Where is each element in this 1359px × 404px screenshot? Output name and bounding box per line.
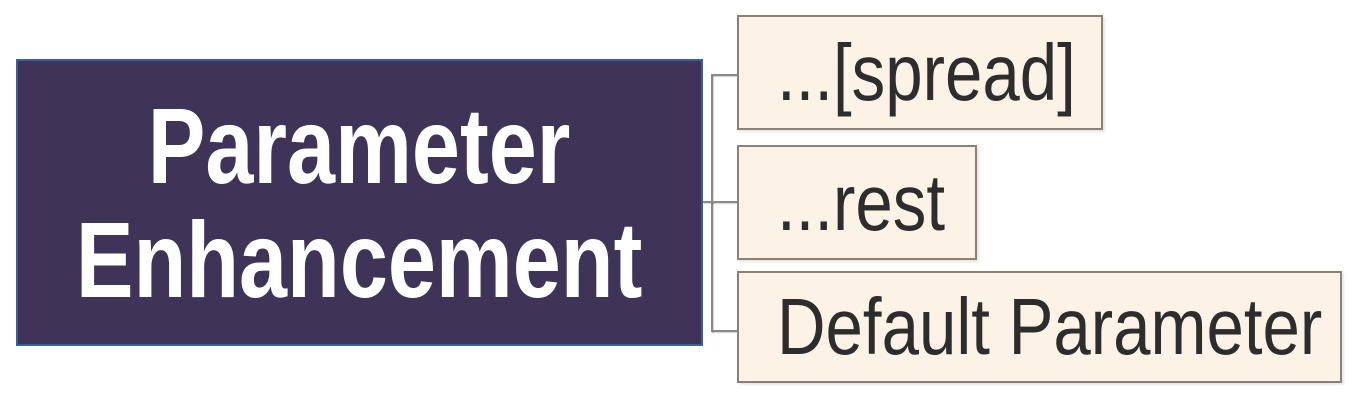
root-node-label: Parameter Enhancement <box>76 88 643 320</box>
child-node-rest-label: ...rest <box>777 157 946 247</box>
connector-root-stub <box>703 201 713 203</box>
child-node-default-parameter: Default Parameter <box>737 271 1342 383</box>
connector-branch-spread <box>711 74 737 76</box>
child-node-default-parameter-label: Default Parameter <box>777 282 1323 371</box>
root-node-label-line2: Enhancement <box>76 198 643 320</box>
connector-trunk <box>711 74 713 332</box>
child-node-spread: ...[spread] <box>737 15 1103 130</box>
connector-branch-default <box>711 330 737 332</box>
root-node-parameter-enhancement: Parameter Enhancement <box>16 59 703 346</box>
child-node-spread-label: ...[spread] <box>777 27 1076 117</box>
child-node-rest: ...rest <box>737 145 977 260</box>
root-node-label-line1: Parameter <box>148 84 571 206</box>
connector-branch-rest <box>711 201 737 203</box>
